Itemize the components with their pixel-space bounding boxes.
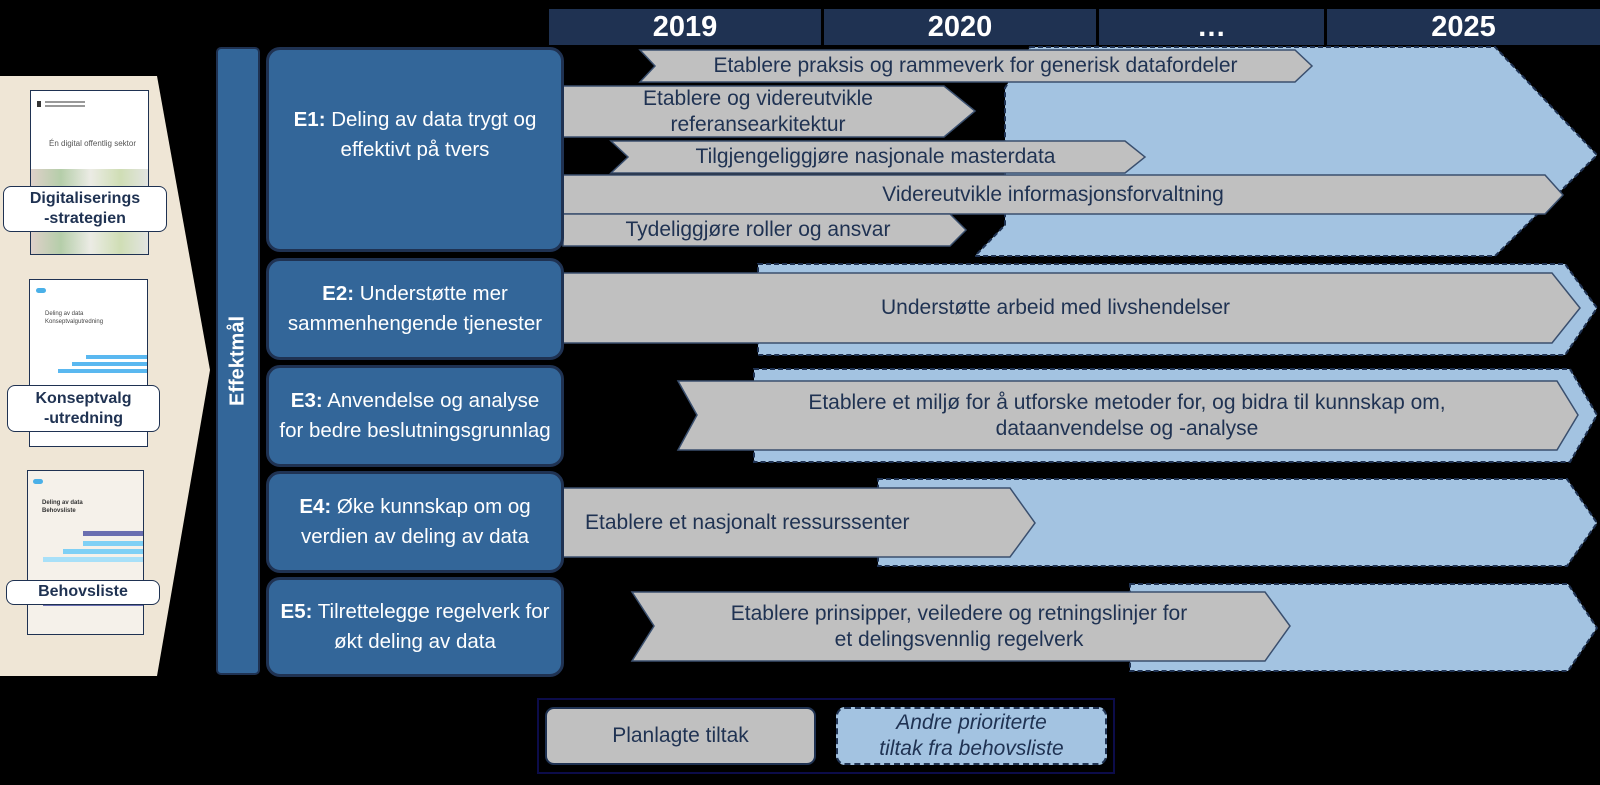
goal-code: E1: [293,107,326,131]
year-header-2019: 2019 [549,9,821,45]
measure-e3-1-line1: Etablere et miljø for å utforske metoder… [808,390,1446,414]
legend-other-prioritized-measures: Andre prioriterte tiltak fra behovsliste [836,707,1107,765]
goal-text: Deling av data trygt og effektivt på tve… [325,107,537,161]
label-line: Konseptvalg [35,390,132,407]
measure-e1-1-label: Etablere praksis og rammeverk for generi… [713,54,1238,77]
measure-e3-1-line2: dataanvendelse og -analyse [995,416,1259,440]
logo-icon [36,288,46,293]
goal-text: Anvendelse og analyse for bedre beslutni… [279,389,551,442]
logo-icon [33,479,43,484]
measure-arrow-e5-1 [630,591,1291,662]
label-line: Behovsliste [38,583,128,600]
goal-code: E3: [290,389,323,412]
label-line: -utredning [43,410,124,427]
measure-e1-2-label: Etablere og videreutvikle referansearkit… [563,86,953,137]
measure-arrow-e1-3 [609,140,1147,174]
measure-e5-1-label: Etablere prinsipper, veiledere og retnin… [654,592,1264,661]
measure-e1-3-label: Tilgjengeliggjøre nasjonale masterdata [695,145,1056,168]
measure-e3-1-label: Etablere et miljø for å utforske metoder… [697,381,1557,450]
document-label-concept: Konseptvalg -utredning [7,385,160,432]
year-header-2020: 2020 [824,9,1096,45]
goal-e2: E2: Understøtte mer sammenhengende tjene… [266,258,564,360]
goal-code: E2: [322,282,355,305]
legend-other-line1: Andre prioriterte [896,711,1047,734]
effect-goals-column: Effektmål [216,47,260,675]
legend-planned-measures: Planlagte tiltak [545,707,816,765]
goal-text: Understøtte mer sammenhengende tjenester [287,282,543,335]
cover-title: Én digital offentlig sektor [49,139,137,148]
document-label-strategy: Digitaliserings -strategien [3,186,167,232]
document-label-needs-list: Behovsliste [6,580,160,605]
measure-e5-1-line2: et delingsvennlig regelverk [834,627,1084,651]
goal-code: E4: [299,495,332,518]
goal-text: Tilrettelegge regelverk for økt deling a… [312,600,550,653]
year-header-ellipsis: … [1099,9,1324,45]
measure-arrow-e1-1 [638,49,1314,83]
effect-goals-label: Effektmål [226,315,249,407]
measure-e2-1-label: Understøtte arbeid med livshendelser [880,296,1230,319]
measure-e1-5-label: Tydeliggjøre roller og ansvar [625,218,891,241]
goal-e4: E4: Øke kunnskap om og verdien av deling… [266,471,564,573]
goal-e5: E5: Tilrettelegge regelverk for økt deli… [266,577,564,677]
label-line: Digitaliserings [29,190,141,207]
cover-title: Deling av data Konseptvalgutredning [45,311,104,325]
goal-e3: E3: Anvendelse og analyse for bedre besl… [266,365,564,467]
measure-e4-1-label: Etablere et nasjonalt ressurssenter [585,510,910,534]
legend-other-line2: tiltak fra behovsliste [879,737,1064,760]
measure-e1-4-label: Videreutvikle informasjonsforvaltning [882,182,1224,206]
goal-code: E5: [280,600,313,623]
year-header-2025: 2025 [1327,9,1600,45]
document-cover-needs-list: Deling av data Behovsliste [27,470,144,635]
measure-e5-1-line1: Etablere prinsipper, veiledere og retnin… [730,601,1188,625]
goal-text: Øke kunnskap om og verdien av deling av … [301,495,531,548]
legend [537,698,1115,774]
measure-e1-2-label-text: Etablere og videreutvikle referansearkit… [643,86,873,136]
measure-arrow-e3-1 [676,380,1579,451]
goal-e1: E1: Deling av data trygt og effektivt på… [266,47,564,252]
label-line: -strategien [44,210,126,227]
cover-title: Deling av data Behovsliste [42,500,83,514]
